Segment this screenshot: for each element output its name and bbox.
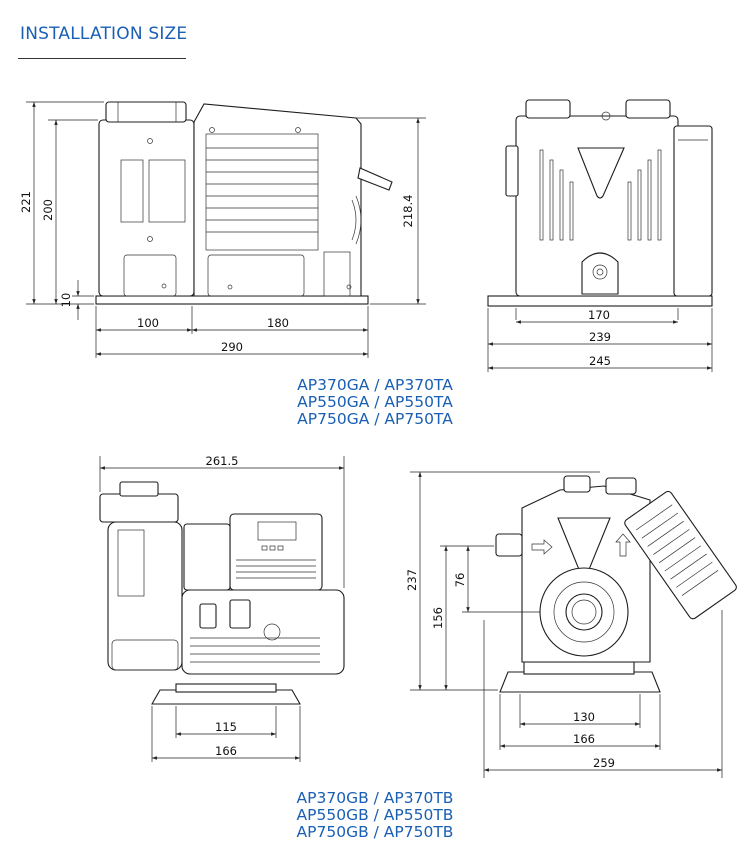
dim-180: 180 <box>267 316 289 330</box>
model-line: AP750GA / AP750TA <box>297 410 453 428</box>
dim-10: 10 <box>59 293 73 308</box>
dim-166-left: 166 <box>215 744 237 758</box>
model-line: AP370GA / AP370TA <box>297 376 453 394</box>
title-underline <box>18 58 186 59</box>
dim-76: 76 <box>453 573 467 588</box>
pump-a-side-view: 221 200 10 218.4 100 180 290 <box>19 101 426 358</box>
dim-290: 290 <box>221 340 243 354</box>
model-line: AP550GA / AP550TA <box>297 393 453 411</box>
dim-237: 237 <box>405 569 419 591</box>
pump-b-side-view: 261.5 115 166 <box>99 454 345 762</box>
dim-221: 221 <box>19 191 33 213</box>
dim-261-5: 261.5 <box>206 454 239 468</box>
dim-166-right: 166 <box>573 732 595 746</box>
dim-170: 170 <box>588 308 610 322</box>
dim-259: 259 <box>593 756 615 770</box>
model-line: AP550GB / AP550TB <box>296 806 454 824</box>
model-line: AP750GB / AP750TB <box>296 823 454 841</box>
dim-239: 239 <box>589 330 611 344</box>
pump-b-front-view: 237 156 76 130 166 259 <box>405 471 737 778</box>
model-line: AP370GB / AP370TB <box>296 789 454 807</box>
dim-156: 156 <box>431 607 445 629</box>
dim-200: 200 <box>41 199 55 221</box>
dim-130: 130 <box>573 710 595 724</box>
page-title: INSTALLATION SIZE <box>20 24 188 44</box>
model-list-b: AP370GB / AP370TB AP550GB / AP550TB AP75… <box>0 790 750 841</box>
pump-a-front-view: 170 239 245 <box>487 99 713 372</box>
dim-218-4: 218.4 <box>401 195 415 228</box>
dim-245: 245 <box>589 354 611 368</box>
dim-100: 100 <box>137 316 159 330</box>
model-list-a: AP370GA / AP370TA AP550GA / AP550TA AP75… <box>0 377 750 428</box>
dim-115: 115 <box>215 720 237 734</box>
